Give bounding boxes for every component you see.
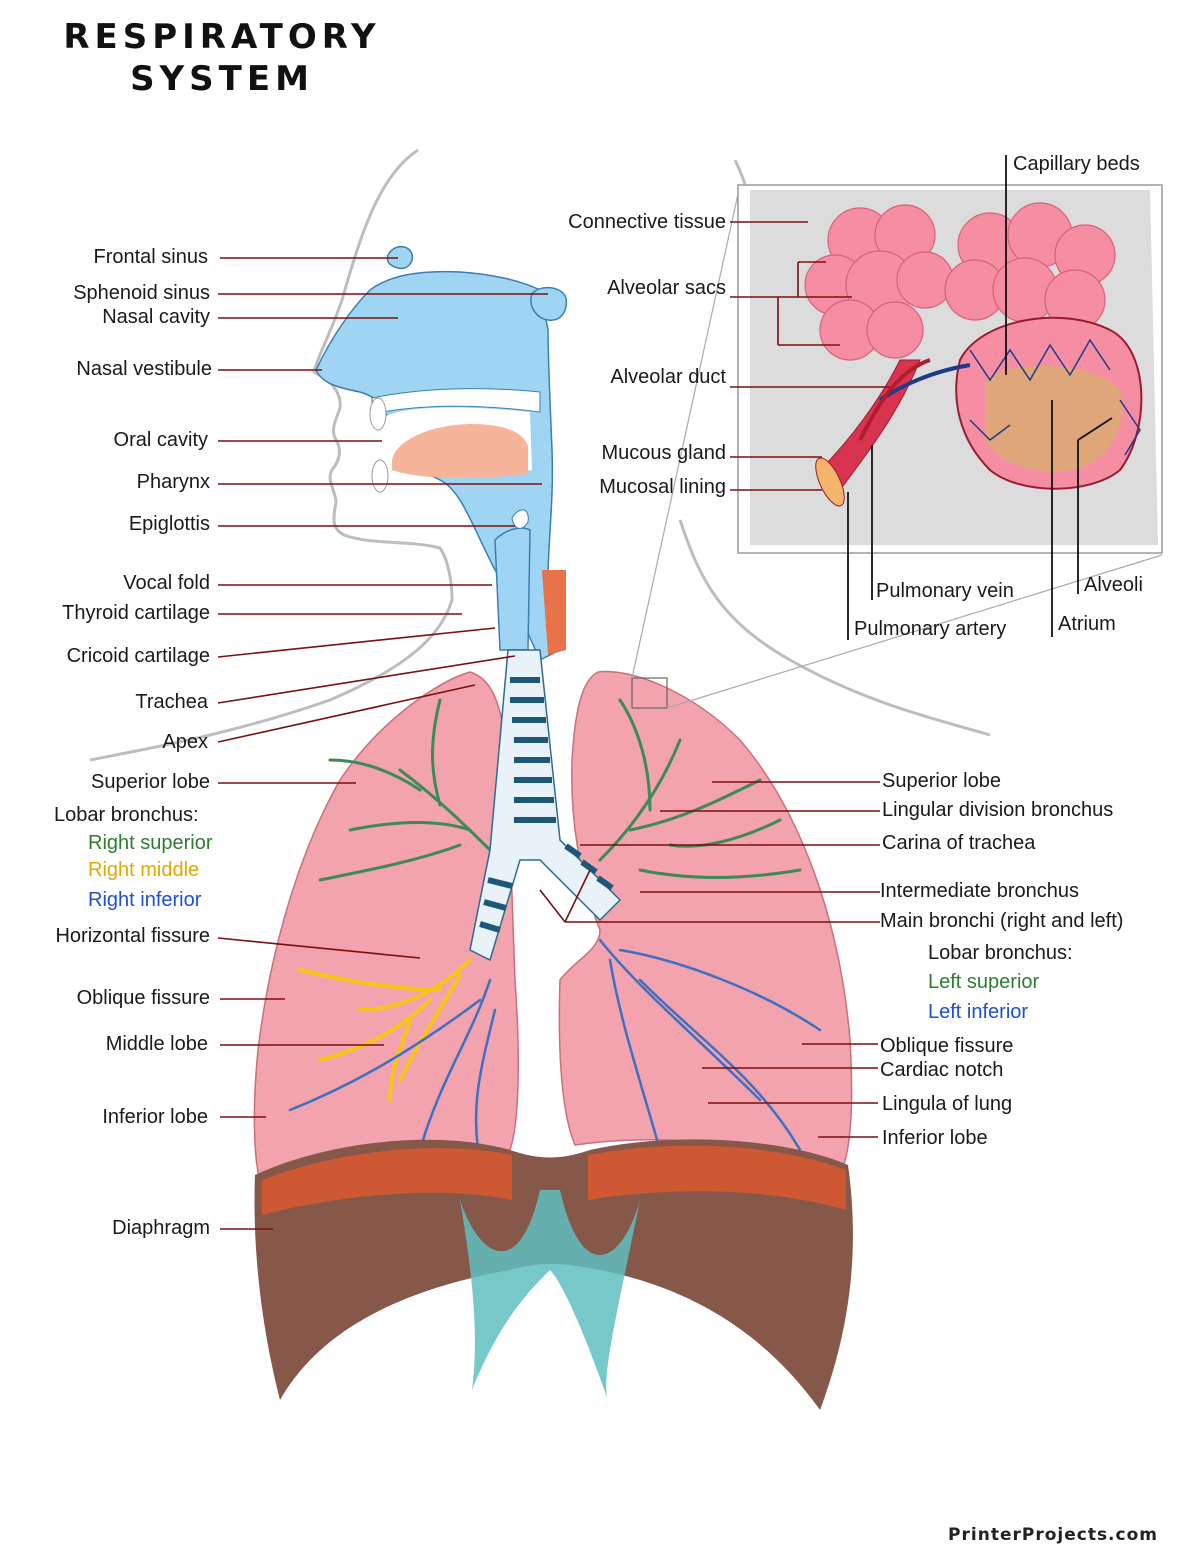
label-thyroid-cartilage: Thyroid cartilage — [62, 602, 210, 624]
credit-text: PrinterProjects.com — [948, 1525, 1158, 1545]
trachea — [469, 649, 622, 962]
label-right-superior: Right superior — [88, 832, 213, 854]
label-diaphragm: Diaphragm — [112, 1217, 210, 1239]
label-alveoli: Alveoli — [1084, 574, 1143, 596]
label-pulmonary-vein: Pulmonary vein — [876, 580, 1014, 602]
left-labels: Frontal sinus Sphenoid sinus Nasal cavit… — [54, 246, 213, 1239]
label-cricoid-cartilage: Cricoid cartilage — [67, 645, 210, 667]
label-mucous-gland: Mucous gland — [601, 442, 726, 464]
bronchial-tree-yellow — [298, 958, 472, 1102]
label-right-middle: Right middle — [88, 859, 199, 881]
zoom-connector-bottom — [666, 554, 1163, 709]
label-oblique-fissure-right: Oblique fissure — [77, 987, 210, 1009]
label-right-inferior: Right inferior — [88, 889, 202, 911]
label-frontal-sinus: Frontal sinus — [94, 246, 209, 268]
leader-lines — [217, 221, 890, 1230]
label-pulmonary-artery: Pulmonary artery — [854, 618, 1006, 640]
label-left-superior: Left superior — [928, 971, 1040, 993]
label-epiglottis: Epiglottis — [129, 513, 210, 535]
label-intermediate-bronchus: Intermediate bronchus — [880, 880, 1079, 902]
zoom-marker — [631, 677, 668, 709]
label-superior-lobe-left: Superior lobe — [882, 770, 1001, 792]
label-oral-cavity: Oral cavity — [114, 429, 208, 451]
label-pharynx: Pharynx — [137, 471, 210, 493]
label-nasal-vestibule: Nasal vestibule — [76, 358, 212, 380]
label-oblique-fissure-left: Oblique fissure — [880, 1035, 1013, 1057]
label-apex: Apex — [162, 731, 208, 753]
diaphragm-shape — [254, 1139, 853, 1410]
inset-labels: Capillary beds Connective tissue Alveola… — [568, 153, 1143, 640]
bronchial-tree-blue — [288, 938, 822, 1162]
label-alveolar-duct: Alveolar duct — [610, 366, 726, 388]
label-cardiac-notch: Cardiac notch — [880, 1059, 1003, 1081]
label-horizontal-fissure: Horizontal fissure — [55, 925, 210, 947]
label-superior-lobe-right: Superior lobe — [91, 771, 210, 793]
label-middle-lobe: Middle lobe — [106, 1033, 208, 1055]
label-atrium: Atrium — [1058, 613, 1116, 635]
title-line-2: SYSTEM — [130, 59, 314, 99]
left-lung — [558, 670, 853, 1171]
label-alveolar-sacs: Alveolar sacs — [607, 277, 726, 299]
label-nasal-cavity: Nasal cavity — [102, 306, 210, 328]
label-trachea: Trachea — [135, 691, 209, 713]
label-main-bronchi: Main bronchi (right and left) — [880, 910, 1123, 932]
label-lobar-bronchus-right: Lobar bronchus: — [54, 804, 199, 826]
label-inferior-lobe-right: Inferior lobe — [102, 1106, 208, 1128]
right-labels: Superior lobe Lingular division bronchus… — [880, 770, 1123, 1149]
label-mucosal-lining: Mucosal lining — [599, 476, 726, 498]
upper-airway — [315, 245, 568, 662]
zoom-connector-top — [631, 184, 741, 679]
label-lingula-of-lung: Lingula of lung — [882, 1093, 1012, 1115]
label-carina-of-trachea: Carina of trachea — [882, 832, 1036, 854]
label-vocal-fold: Vocal fold — [123, 572, 210, 594]
label-connective-tissue: Connective tissue — [568, 211, 726, 233]
label-inferior-lobe-left: Inferior lobe — [882, 1127, 988, 1149]
label-left-inferior: Left inferior — [928, 1001, 1028, 1023]
title-line-1: RESPIRATORY — [63, 17, 380, 57]
alveoli-inset — [737, 184, 1163, 554]
label-capillary-beds: Capillary beds — [1013, 153, 1140, 175]
label-sphenoid-sinus: Sphenoid sinus — [73, 282, 210, 304]
inset-leader-lines — [847, 155, 1113, 640]
label-lobar-bronchus-left: Lobar bronchus: — [928, 942, 1073, 964]
label-lingular-division-bronchus: Lingular division bronchus — [882, 799, 1113, 821]
